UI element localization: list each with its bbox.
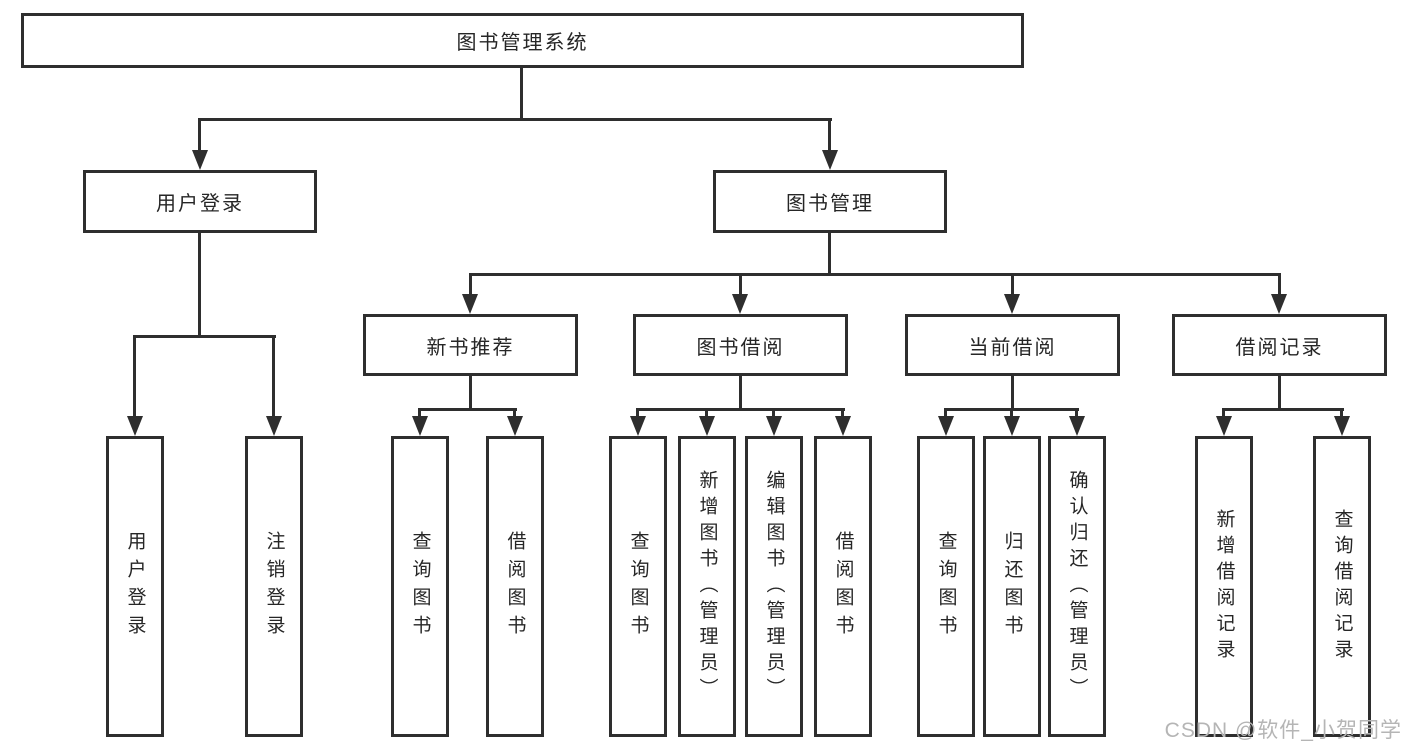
connector-line <box>198 118 201 153</box>
arrowhead-down-icon <box>822 150 838 170</box>
node-label: 查询借阅记录 <box>1331 508 1353 665</box>
node-new-book-recommend: 新书推荐 <box>363 314 578 376</box>
node-label: 借阅图书 <box>504 530 526 643</box>
connector-line <box>520 68 523 118</box>
node-label: 当前借阅 <box>968 336 1057 359</box>
connector-line <box>739 273 742 298</box>
connector-line <box>418 408 517 411</box>
node-user-login: 用户登录 <box>83 170 317 233</box>
arrowhead-down-icon <box>1004 294 1020 314</box>
node-label: 确认归还（管理员） <box>1066 469 1088 704</box>
connector-line <box>828 232 831 273</box>
leaf-query-books-current: 查询图书 <box>917 436 975 737</box>
arrowhead-down-icon <box>1004 416 1020 436</box>
connector-line <box>1011 273 1014 298</box>
connector-line <box>1222 408 1225 419</box>
connector-line <box>1011 374 1014 410</box>
leaf-logout: 注销登录 <box>245 436 303 737</box>
node-book-borrow: 图书借阅 <box>633 314 848 376</box>
node-current-borrow: 当前借阅 <box>905 314 1120 376</box>
connector-line <box>1222 408 1344 411</box>
node-label: 查询图书 <box>627 530 649 643</box>
connector-line <box>636 408 845 411</box>
arrowhead-down-icon <box>630 416 646 436</box>
leaf-query-borrow-record: 查询借阅记录 <box>1313 436 1371 737</box>
leaf-edit-books-admin: 编辑图书（管理员） <box>745 436 803 737</box>
connector-line <box>1075 408 1078 419</box>
leaf-user-login: 用户登录 <box>106 436 164 737</box>
connector-line <box>828 118 831 153</box>
leaf-query-books-borrow: 查询图书 <box>609 436 667 737</box>
leaf-add-borrow-record: 新增借阅记录 <box>1195 436 1253 737</box>
arrowhead-down-icon <box>766 416 782 436</box>
arrowhead-down-icon <box>699 416 715 436</box>
connector-line <box>418 408 421 419</box>
arrowhead-down-icon <box>462 294 478 314</box>
connector-line <box>272 335 275 418</box>
arrowhead-down-icon <box>266 416 282 436</box>
leaf-add-books-admin: 新增图书（管理员） <box>678 436 736 737</box>
node-label: 图书借阅 <box>696 336 785 359</box>
arrowhead-down-icon <box>835 416 851 436</box>
connector-line <box>198 118 832 121</box>
node-label: 注销登录 <box>263 530 285 643</box>
node-label: 图书管理系统 <box>456 32 589 54</box>
arrowhead-down-icon <box>1216 416 1232 436</box>
arrowhead-down-icon <box>412 416 428 436</box>
connector-line <box>469 374 472 410</box>
node-label: 借阅图书 <box>832 530 854 643</box>
node-borrow-records: 借阅记录 <box>1172 314 1387 376</box>
connector-line <box>772 408 775 419</box>
node-label: 查询图书 <box>409 530 431 643</box>
connector-line <box>636 408 639 419</box>
node-label: 查询图书 <box>935 530 957 643</box>
arrowhead-down-icon <box>1271 294 1287 314</box>
node-book-management: 图书管理 <box>713 170 947 233</box>
arrowhead-down-icon <box>1069 416 1085 436</box>
node-label: 借阅记录 <box>1235 336 1324 359</box>
arrowhead-down-icon <box>507 416 523 436</box>
node-label: 图书管理 <box>786 193 874 215</box>
node-library-system: 图书管理系统 <box>21 13 1024 68</box>
connector-line <box>705 408 708 419</box>
connector-line <box>469 273 1281 276</box>
leaf-query-books-recommend: 查询图书 <box>391 436 449 737</box>
arrowhead-down-icon <box>127 416 143 436</box>
connector-line <box>1278 374 1281 410</box>
connector-line <box>133 335 276 338</box>
connector-line <box>739 374 742 410</box>
node-label: 新增图书（管理员） <box>696 469 718 704</box>
arrowhead-down-icon <box>192 150 208 170</box>
node-label: 新增借阅记录 <box>1213 508 1235 665</box>
connector-line <box>841 408 844 419</box>
connector-line <box>1340 408 1343 419</box>
connector-line <box>198 232 201 335</box>
connector-line <box>1010 408 1013 419</box>
leaf-confirm-return-admin: 确认归还（管理员） <box>1048 436 1106 737</box>
watermark: CSDN @软件_小贺同学 <box>1164 719 1402 742</box>
connector-line <box>1278 273 1281 298</box>
arrowhead-down-icon <box>732 294 748 314</box>
connector-line <box>133 335 136 418</box>
node-label: 新书推荐 <box>426 336 515 359</box>
node-label: 归还图书 <box>1001 530 1023 643</box>
node-label: 编辑图书（管理员） <box>763 469 785 704</box>
arrowhead-down-icon <box>1334 416 1350 436</box>
leaf-return-books: 归还图书 <box>983 436 1041 737</box>
leaf-borrow-books: 借阅图书 <box>814 436 872 737</box>
connector-line <box>469 273 472 298</box>
connector-line <box>513 408 516 419</box>
leaf-borrow-books-recommend: 借阅图书 <box>486 436 544 737</box>
arrowhead-down-icon <box>938 416 954 436</box>
connector-line <box>944 408 947 419</box>
node-label: 用户登录 <box>156 193 244 215</box>
node-label: 用户登录 <box>124 530 146 643</box>
